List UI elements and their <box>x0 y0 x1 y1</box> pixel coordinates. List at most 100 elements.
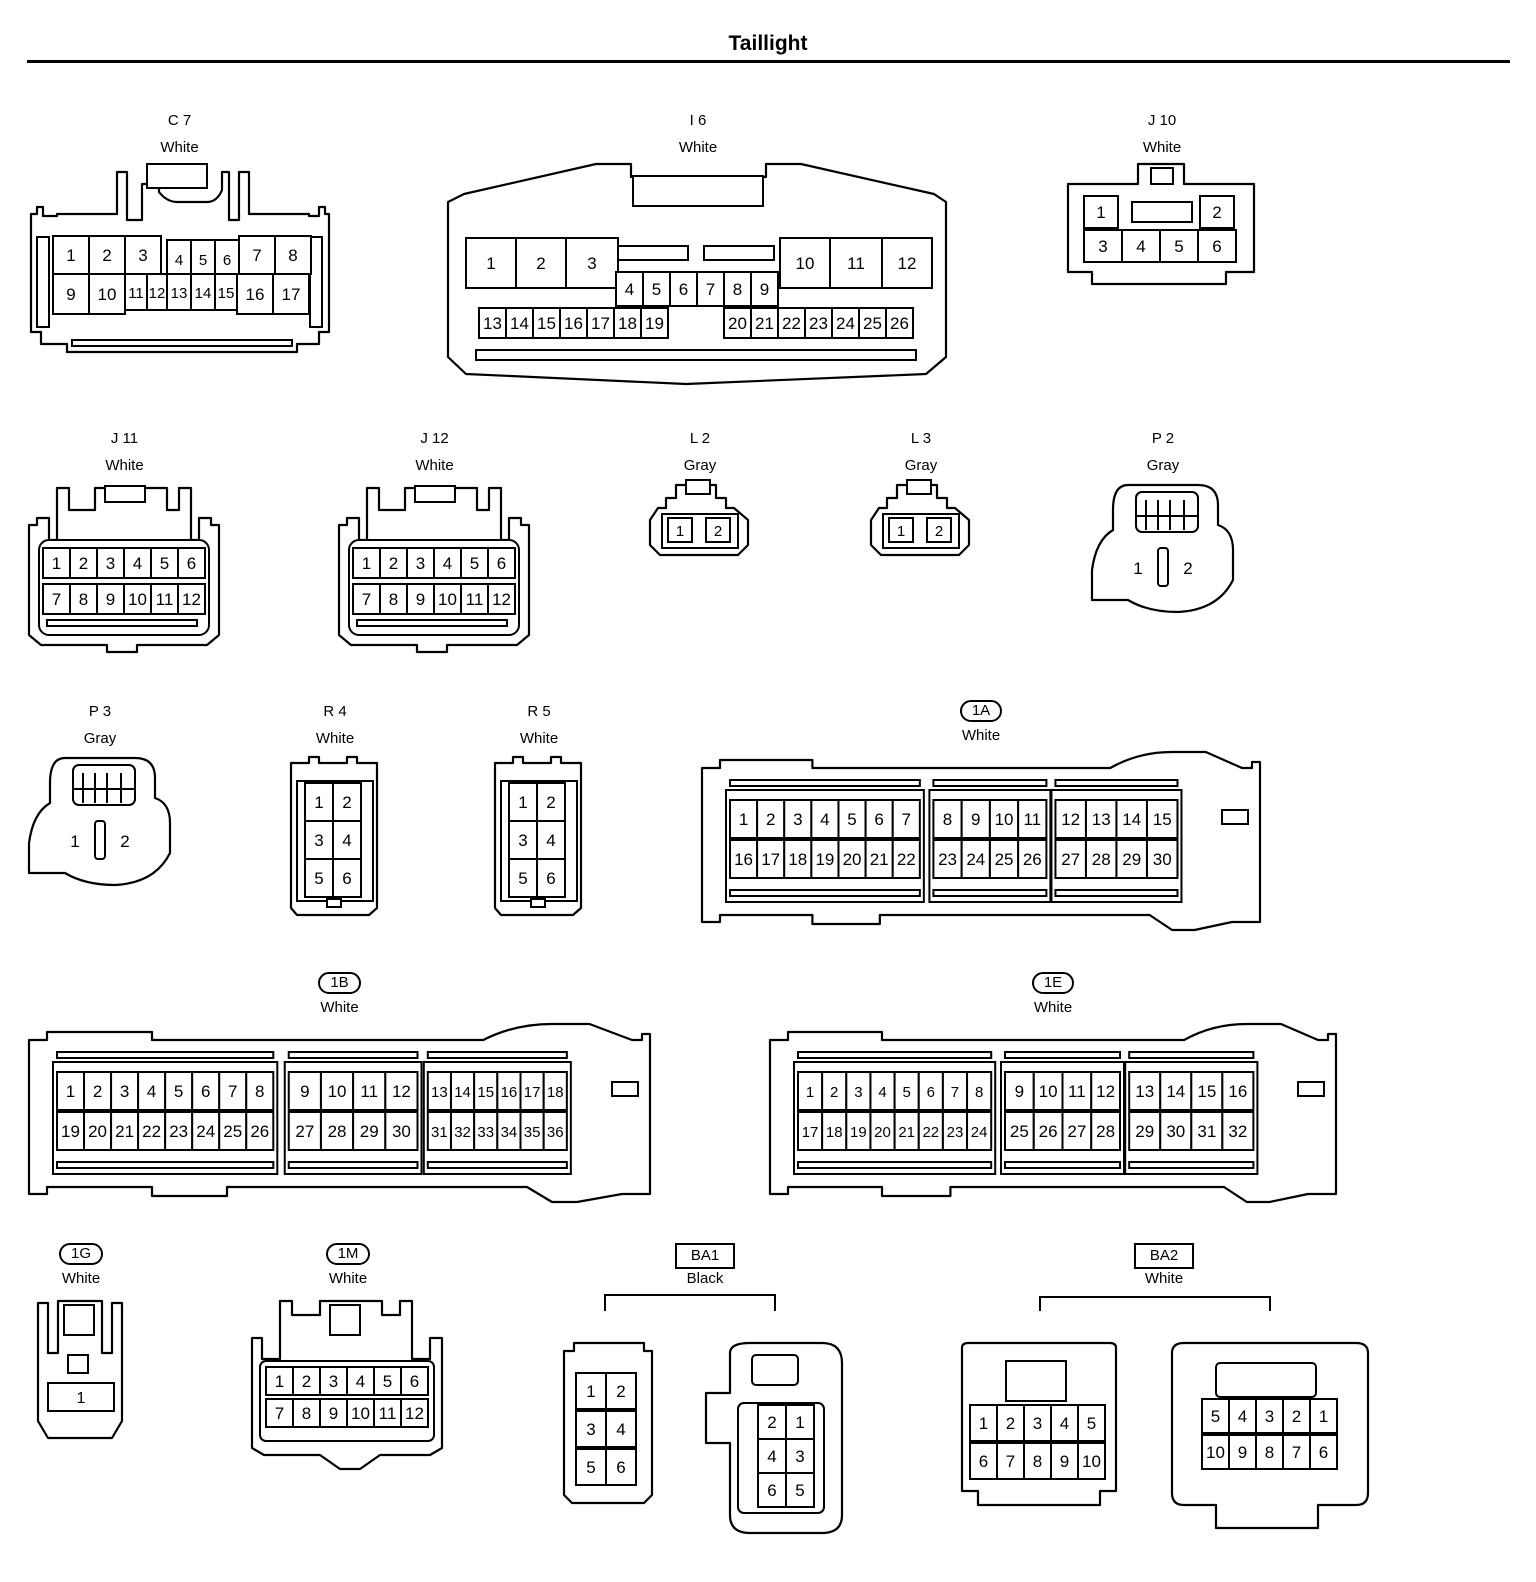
pin-cavity-box <box>1004 1111 1035 1151</box>
side-key <box>1297 1081 1325 1097</box>
pin-cavity: 12 <box>1054 799 1087 839</box>
pin-number: 10 <box>1039 1082 1058 1101</box>
pin-cavity: 28 <box>1090 1111 1121 1151</box>
pin-number: 6 <box>497 554 506 573</box>
pin-cavity-box <box>56 1071 86 1111</box>
pin-cavity: 7 <box>941 1071 969 1111</box>
connector-code: BA1 <box>560 1243 850 1269</box>
pin-number: 10 <box>1206 1443 1225 1462</box>
pin-number: 8 <box>1265 1443 1274 1462</box>
pin-number: 30 <box>1166 1122 1185 1141</box>
pin-cavity: 3 <box>783 799 813 839</box>
pin-cavity: 15 <box>532 307 561 339</box>
pin-number: 22 <box>922 1124 939 1141</box>
pin-cavity-box <box>1050 1442 1079 1480</box>
pin-cavity-box <box>605 1448 637 1486</box>
pin-cavity-box <box>346 1366 375 1396</box>
pin-number: 9 <box>329 1404 338 1423</box>
pin-cavity-box <box>542 1111 568 1151</box>
pin-number: 12 <box>1096 1082 1115 1101</box>
pin-cavity-box <box>110 1071 140 1111</box>
pin-cavity: 29 <box>352 1111 387 1151</box>
key <box>530 898 546 908</box>
bottom-rail <box>287 1161 419 1169</box>
connector-color: White <box>61 1270 101 1287</box>
pin-cavity-box <box>696 271 725 307</box>
pin-number: 6 <box>616 1458 625 1477</box>
pin-cavity: 30 <box>1159 1111 1193 1151</box>
connector-code-text: 1G <box>58 1243 103 1265</box>
pin-cavity: 2 <box>605 1372 637 1410</box>
pin-cavity: 11 <box>373 1398 402 1428</box>
pin-number: 5 <box>518 869 527 888</box>
connector-code-text: 1M <box>325 1243 371 1265</box>
pin-number: 9 <box>1060 1452 1069 1471</box>
pin-cavity: 1 <box>888 517 914 543</box>
pin-cavity: 28 <box>319 1111 355 1151</box>
pin-cavity: 1 <box>1083 195 1119 229</box>
pin-number: 17 <box>282 285 301 304</box>
pin-cavity-box <box>891 839 921 879</box>
pin-cavity: 6 <box>1197 229 1237 263</box>
pin-cavity-box <box>52 273 90 315</box>
pin-cavity: 3 <box>845 1071 872 1111</box>
pin-cavity-box <box>536 820 566 860</box>
pin-number: 21 <box>898 1124 915 1141</box>
pin-number: 20 <box>843 850 862 869</box>
pin-number: 6 <box>187 554 196 573</box>
pin-number: 8 <box>288 246 297 265</box>
pin-cavity-box <box>96 583 125 615</box>
pin-cavity: 20 <box>869 1111 896 1151</box>
pin-number: 25 <box>995 850 1014 869</box>
pin-number: 8 <box>255 1082 264 1101</box>
pin-cavity-box <box>1090 1071 1121 1111</box>
title-rule <box>27 60 1510 63</box>
lock-window <box>67 1354 89 1374</box>
pin-number: 4 <box>175 252 183 269</box>
pin-number: 5 <box>903 1084 911 1101</box>
pin-cavity: 22 <box>891 839 921 879</box>
pin-cavity-box <box>917 1111 944 1151</box>
pin-number: 14 <box>1122 810 1141 829</box>
bottom-rail <box>797 1161 993 1169</box>
pin-cavity: 7 <box>238 235 276 275</box>
pin-cavity-box <box>346 1398 375 1428</box>
connector-code: P 2 <box>1088 430 1238 448</box>
pin-cavity: 21 <box>893 1111 920 1151</box>
pin-cavity: 24 <box>966 1111 993 1151</box>
pin-cavity: 3 <box>124 235 162 275</box>
pin-number: 5 <box>1087 1414 1096 1433</box>
pin-cavity: 1 <box>465 237 517 289</box>
pin-number: 9 <box>971 810 980 829</box>
connector-diagram: 1 <box>36 1299 124 1440</box>
pin-cavity-box <box>757 1472 787 1508</box>
pin-cavity: 31 <box>1190 1111 1224 1151</box>
pin-number: 3 <box>120 1082 129 1101</box>
pin-cavity-box <box>785 1472 815 1508</box>
pin-number: 19 <box>850 1124 867 1141</box>
pin-cavity: 16 <box>496 1071 522 1111</box>
pin-cavity-box <box>893 1071 920 1111</box>
pin-cavity: 1 <box>352 547 381 579</box>
pin-number: 5 <box>314 869 323 888</box>
side-rib <box>36 236 50 328</box>
pin-cavity: 4 <box>123 547 152 579</box>
pin-number: 19 <box>645 314 664 333</box>
pin-cavity-box <box>779 237 831 289</box>
pin-cavity-box <box>1228 1398 1257 1434</box>
pin-number: 1 <box>52 554 61 573</box>
pin-cavity-box <box>966 1111 993 1151</box>
connector-code-text: R 5 <box>527 703 551 720</box>
pin-cavity: 12 <box>1090 1071 1121 1111</box>
pin-number: 3 <box>106 554 115 573</box>
pin-cavity: 5 <box>460 547 489 579</box>
top-rail <box>287 1051 419 1059</box>
pin-cavity: 10 <box>1201 1434 1230 1470</box>
connector-code: C 7 <box>27 112 332 130</box>
connector-diagram: 1162173184195206217228239241025112612271… <box>700 750 1262 932</box>
pin-number: 28 <box>1096 1122 1115 1141</box>
pin-cavity: 3 <box>785 1438 815 1474</box>
